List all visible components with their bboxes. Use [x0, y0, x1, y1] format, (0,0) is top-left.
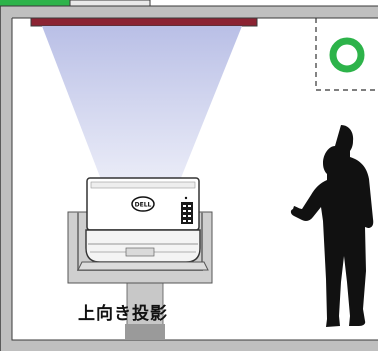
projection-beam — [42, 26, 242, 255]
control-panel — [181, 202, 193, 224]
caption-upward-projection: 上向き投影 — [78, 304, 168, 324]
projection-screen — [30, 17, 258, 27]
header-tab-edge — [69, 0, 151, 7]
circle-ok-icon — [329, 37, 365, 73]
person-silhouette-icon — [290, 125, 374, 327]
svg-text:DELL: DELL — [135, 202, 152, 209]
projector-icon: DELL — [77, 177, 209, 271]
dashed-frame — [315, 18, 378, 91]
dell-logo — [131, 196, 155, 212]
header-tab — [0, 0, 70, 6]
